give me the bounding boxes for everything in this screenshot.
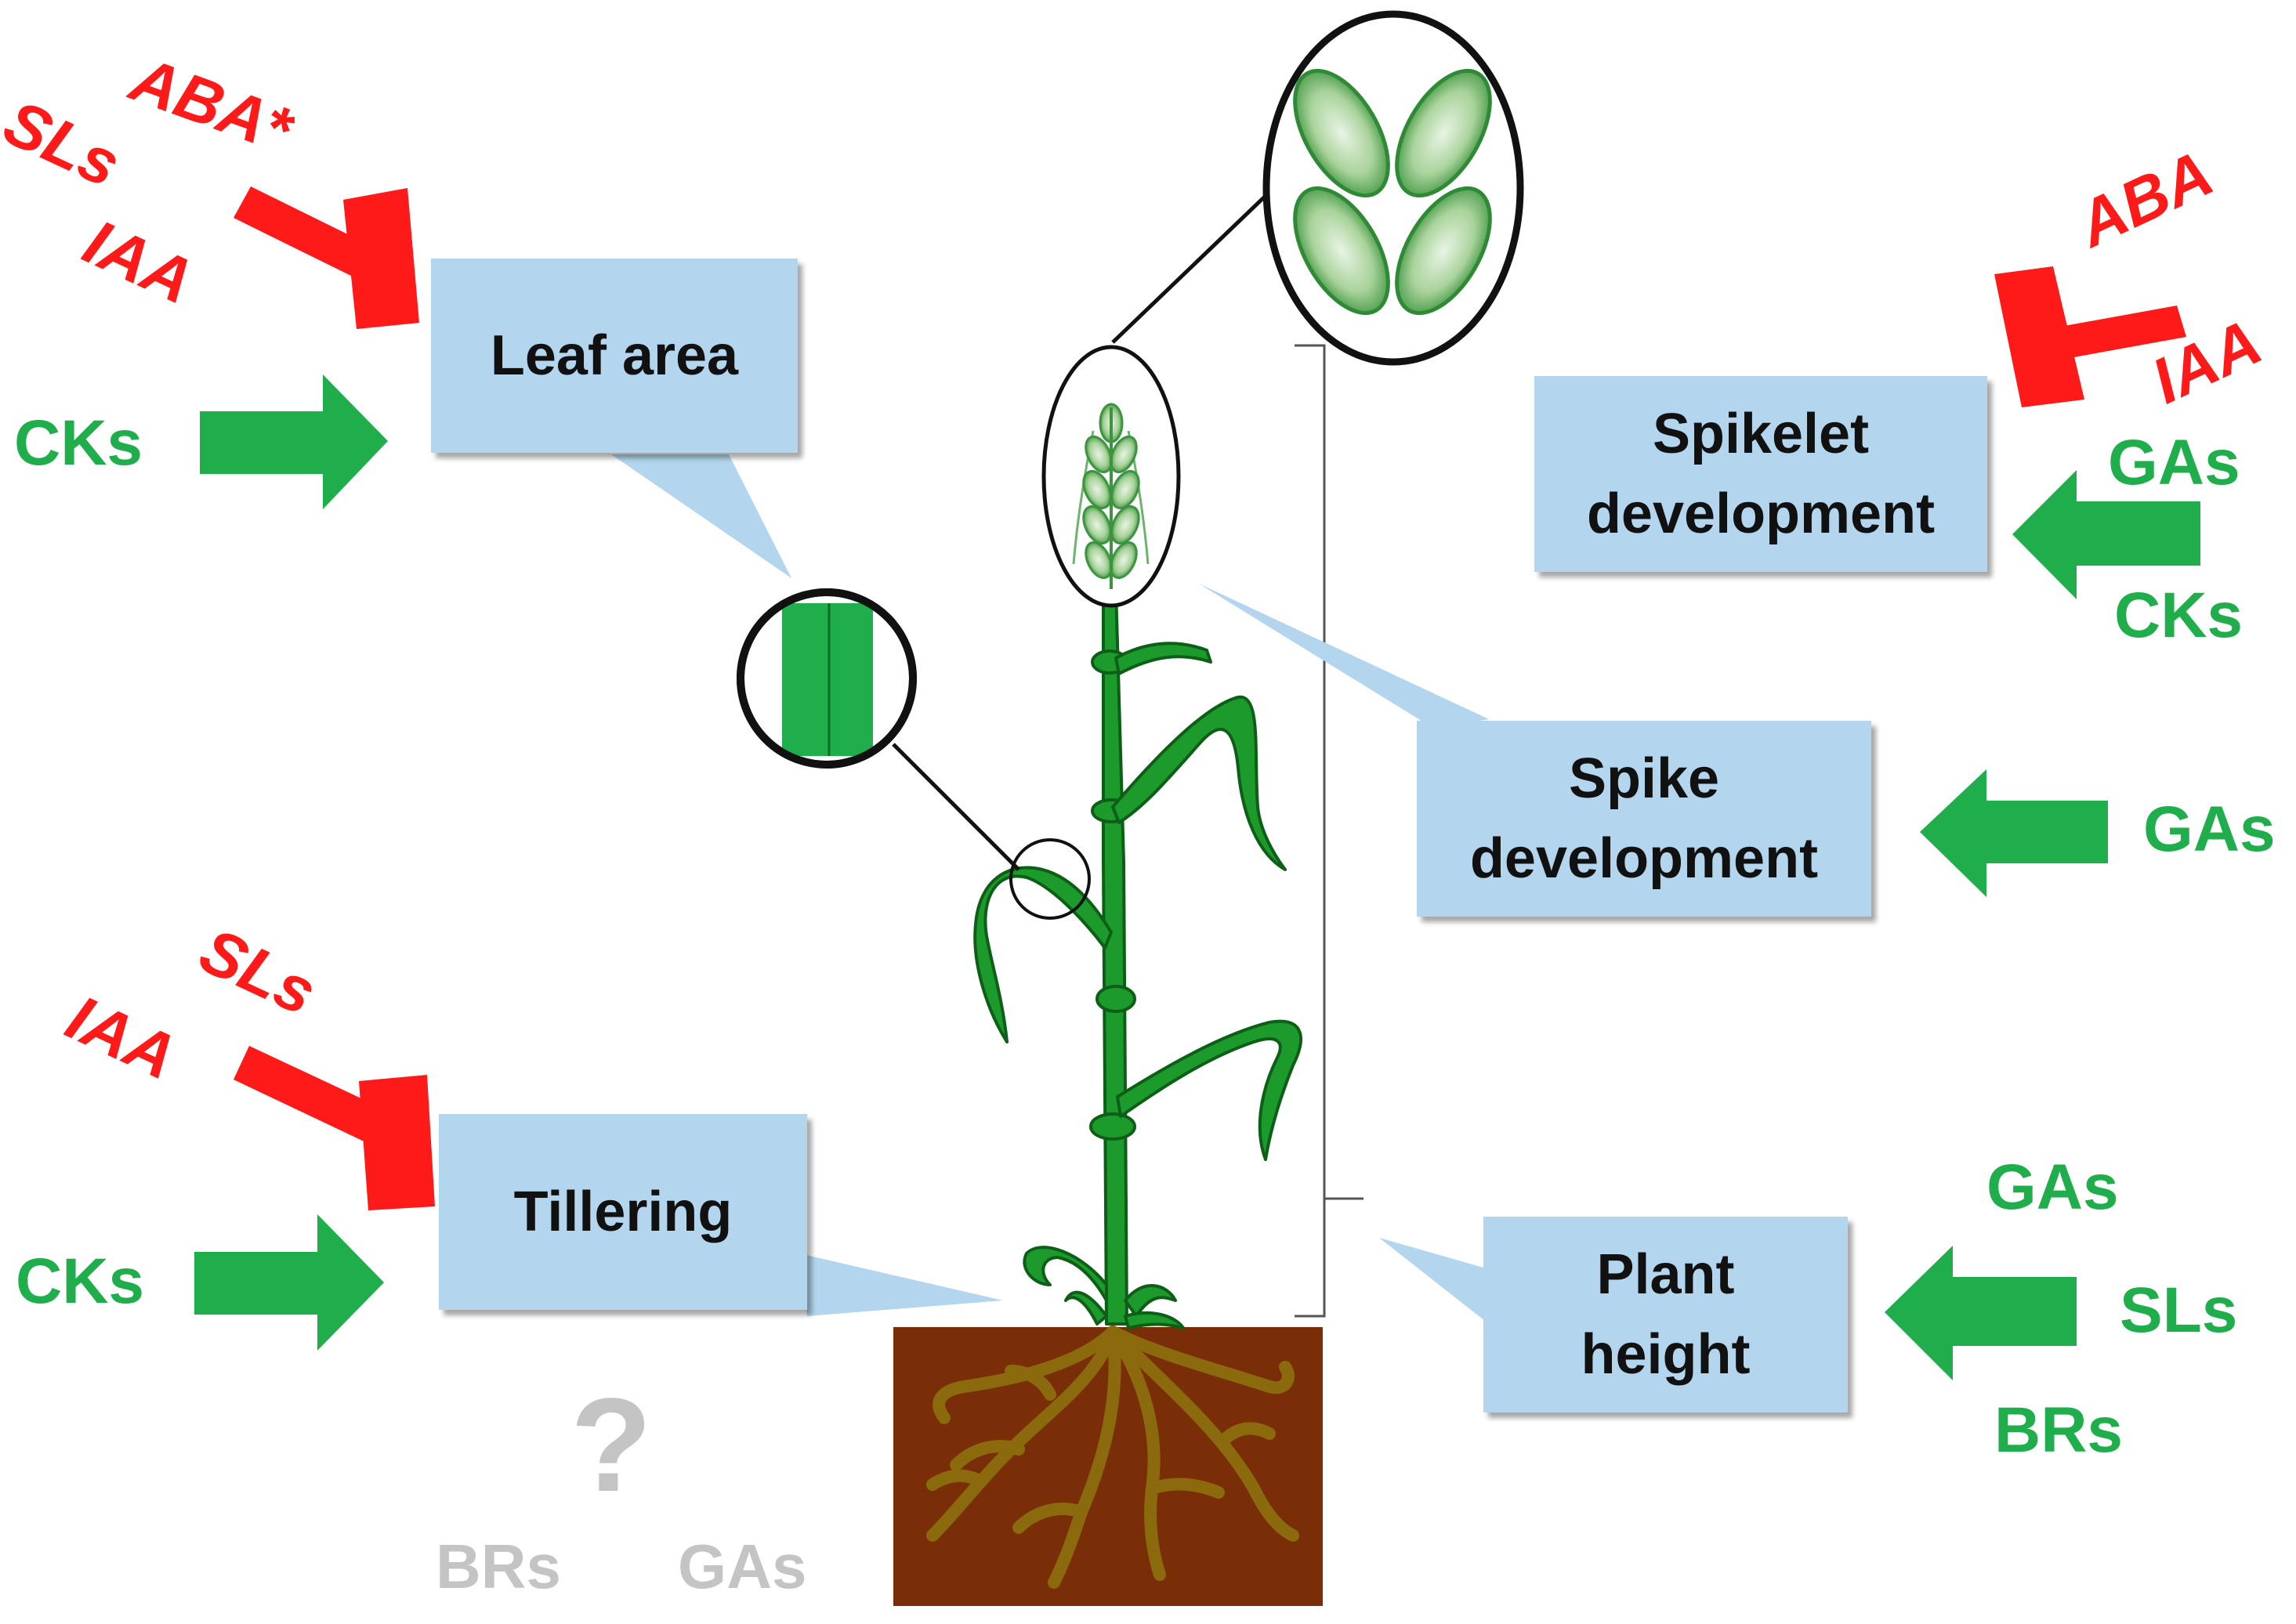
spike-promote-arrow — [1920, 769, 2108, 897]
tiller-unknown-mark: ? — [570, 1371, 652, 1520]
height-label-line2: height — [1581, 1323, 1751, 1386]
spikelet-connector — [1111, 194, 1267, 344]
wheat-plant — [973, 588, 1302, 1329]
tillering-label: Tillering — [513, 1180, 733, 1243]
spikelet-label-line2: development — [1586, 483, 1936, 545]
leaf-area-box: Leaf area — [431, 259, 798, 453]
tiller-unknown-brs: BRs — [436, 1532, 562, 1601]
tiller-promote-arrow — [194, 1214, 384, 1351]
spikelet-inhibit-symbol — [1994, 266, 2186, 407]
height-bracket — [1295, 344, 1363, 1318]
height-label-line1: Plant — [1596, 1242, 1735, 1306]
inhibit-symbols — [234, 186, 2186, 1210]
spike-label-line1: Spike — [1568, 747, 1720, 810]
spike-promoter-gas: GAs — [2143, 794, 2276, 865]
leaf-section — [782, 603, 873, 756]
height-promote-arrow — [1885, 1246, 2077, 1380]
leaf-promote-arrow — [200, 374, 388, 509]
promote-arrows — [194, 374, 2200, 1380]
spikelet-label-line1: Spikelet — [1652, 402, 1870, 465]
spike-label-line2: development — [1469, 827, 1819, 890]
spikelet-promoter-gas: GAs — [2108, 427, 2240, 498]
leaf-inhibit-symbol — [234, 186, 419, 329]
plant-height-box: Plant height — [1483, 1217, 1848, 1412]
tiller-unknown-gas: GAs — [678, 1532, 807, 1601]
spikelet-grains — [1293, 68, 1492, 316]
tiller-promoter-cks: CKs — [16, 1246, 145, 1317]
spikelet-promoter-cks: CKs — [2114, 580, 2243, 651]
leaf-connector — [892, 743, 1020, 871]
height-promoter-sls: SLs — [2120, 1275, 2238, 1346]
tillering-box: Tillering — [439, 1114, 807, 1310]
soil-block — [893, 1327, 1323, 1606]
tiller-inhibit-symbol — [234, 1046, 435, 1210]
spike-grains — [1072, 403, 1150, 589]
height-promoter-brs: BRs — [1994, 1394, 2124, 1466]
leaf-promoter-cks: CKs — [14, 407, 143, 479]
roots — [926, 1326, 1299, 1589]
spikelet-promote-arrow — [2012, 470, 2200, 599]
spike-development-box: Spike development — [1417, 721, 1871, 917]
leaf-area-label: Leaf area — [490, 324, 739, 387]
spikelet-development-box: Spikelet development — [1534, 376, 1987, 572]
height-promoter-gas: GAs — [1986, 1152, 2119, 1223]
spikelet-zoom-circle — [1262, 10, 1524, 366]
leaf-node-circle — [1009, 838, 1091, 920]
